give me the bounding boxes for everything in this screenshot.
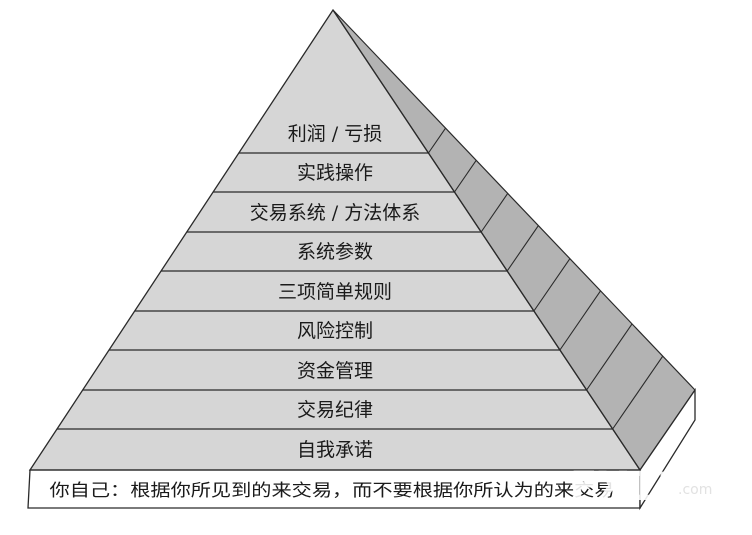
level-label-money-management: 资金管理: [297, 360, 373, 382]
side-divider-line: [559, 290, 602, 351]
level-label-practice: 实践操作: [297, 162, 373, 184]
side-divider-line: [454, 160, 477, 193]
level-label-discipline: 交易纪律: [297, 399, 373, 421]
base-label: 你自己：根据你所见到的来交易，而不要根据你所认为的来交易: [50, 481, 615, 501]
watermark-logo: FX110: [570, 464, 712, 510]
side-divider-line: [533, 258, 571, 312]
level-label-three-rules: 三项简单规则: [278, 281, 392, 303]
pyramid-front-face: [30, 10, 640, 470]
pyramid-front-outline: [28, 8, 642, 471]
side-divider-lines: [427, 127, 664, 430]
level-label-system-parameters: 系统参数: [297, 241, 373, 263]
watermark-suffix: .com: [678, 482, 712, 498]
side-divider-line: [506, 225, 539, 272]
tier-divider-lines: [57, 152, 613, 430]
level-label-profit-loss: 利润 / 亏损: [288, 123, 382, 145]
side-divider-line: [612, 355, 664, 430]
level-label-risk-control: 风险控制: [297, 320, 373, 342]
side-divider-line: [586, 323, 633, 391]
level-label-commitment: 自我承诺: [297, 439, 373, 461]
pyramid-base-side: [639, 387, 696, 511]
level-label-trading-system: 交易系统 / 方法体系: [250, 202, 420, 224]
side-divider-line: [480, 193, 509, 233]
side-divider-line: [427, 127, 446, 154]
